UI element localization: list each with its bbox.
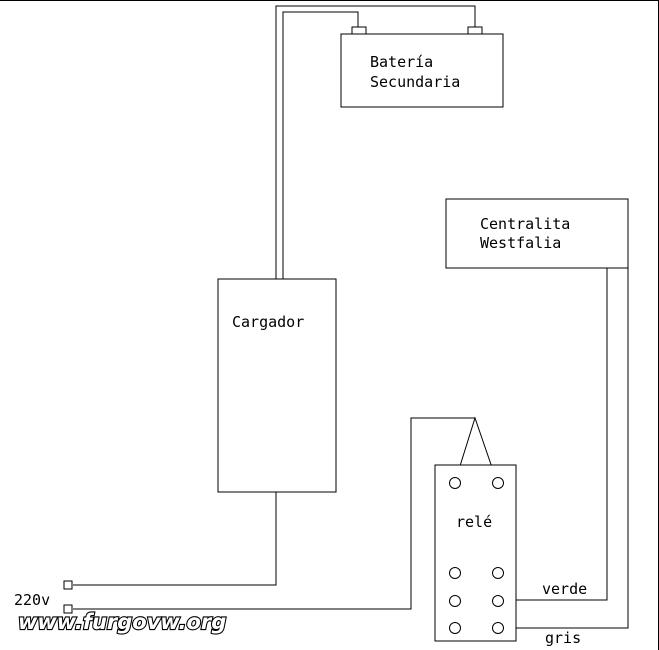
relay-pin-row1-right (492, 567, 504, 579)
controller-label-line1: Centralita (480, 215, 570, 233)
green-wire-label: verde (542, 580, 587, 598)
battery-terminal-left (351, 26, 367, 35)
relay-pin-row2-left (449, 595, 461, 607)
mains-terminal-upper (63, 580, 73, 590)
mains-wire-upper (73, 492, 277, 586)
mains-terminal-lower (63, 604, 73, 614)
charger-box: Cargador (217, 278, 337, 493)
relay-label: relé (456, 513, 492, 531)
battery-outline (340, 33, 504, 108)
battery-label-line1: Batería (370, 53, 433, 71)
charger-outline (217, 278, 337, 493)
relay-pin-top-right (492, 477, 504, 489)
green-wire (498, 268, 608, 601)
relay-pin-row3-right (492, 622, 504, 634)
battery-wire-inner (282, 11, 359, 279)
battery-wire-outer (275, 5, 476, 279)
relay-top-contacts-wire (454, 416, 498, 483)
relay-pin-row2-right (492, 595, 504, 607)
watermark: www.furgovw.org (17, 609, 227, 635)
relay-coil-wire (73, 417, 475, 610)
grey-wire (498, 268, 629, 629)
battery-terminal-right (467, 26, 483, 35)
controller-outline (445, 198, 629, 269)
controller-label-line2: Westfalia (480, 234, 561, 252)
battery-label-line2: Secundaria (370, 73, 460, 91)
battery-box: Batería Secundaria (340, 26, 504, 108)
voltage-label: 220v (14, 591, 50, 609)
relay-pin-top-left (449, 477, 461, 489)
relay-box: relé (434, 464, 517, 642)
charger-label: Cargador (232, 313, 304, 331)
relay-pin-row1-left (449, 567, 461, 579)
relay-pin-row3-left (449, 622, 461, 634)
mains-input: 220v (14, 580, 73, 614)
relay-outline (434, 464, 517, 642)
wires (73, 5, 629, 629)
controller-box: Centralita Westfalia (445, 198, 629, 269)
grey-wire-label: gris (545, 629, 581, 647)
watermark-text: www.furgovw.org (18, 610, 226, 634)
